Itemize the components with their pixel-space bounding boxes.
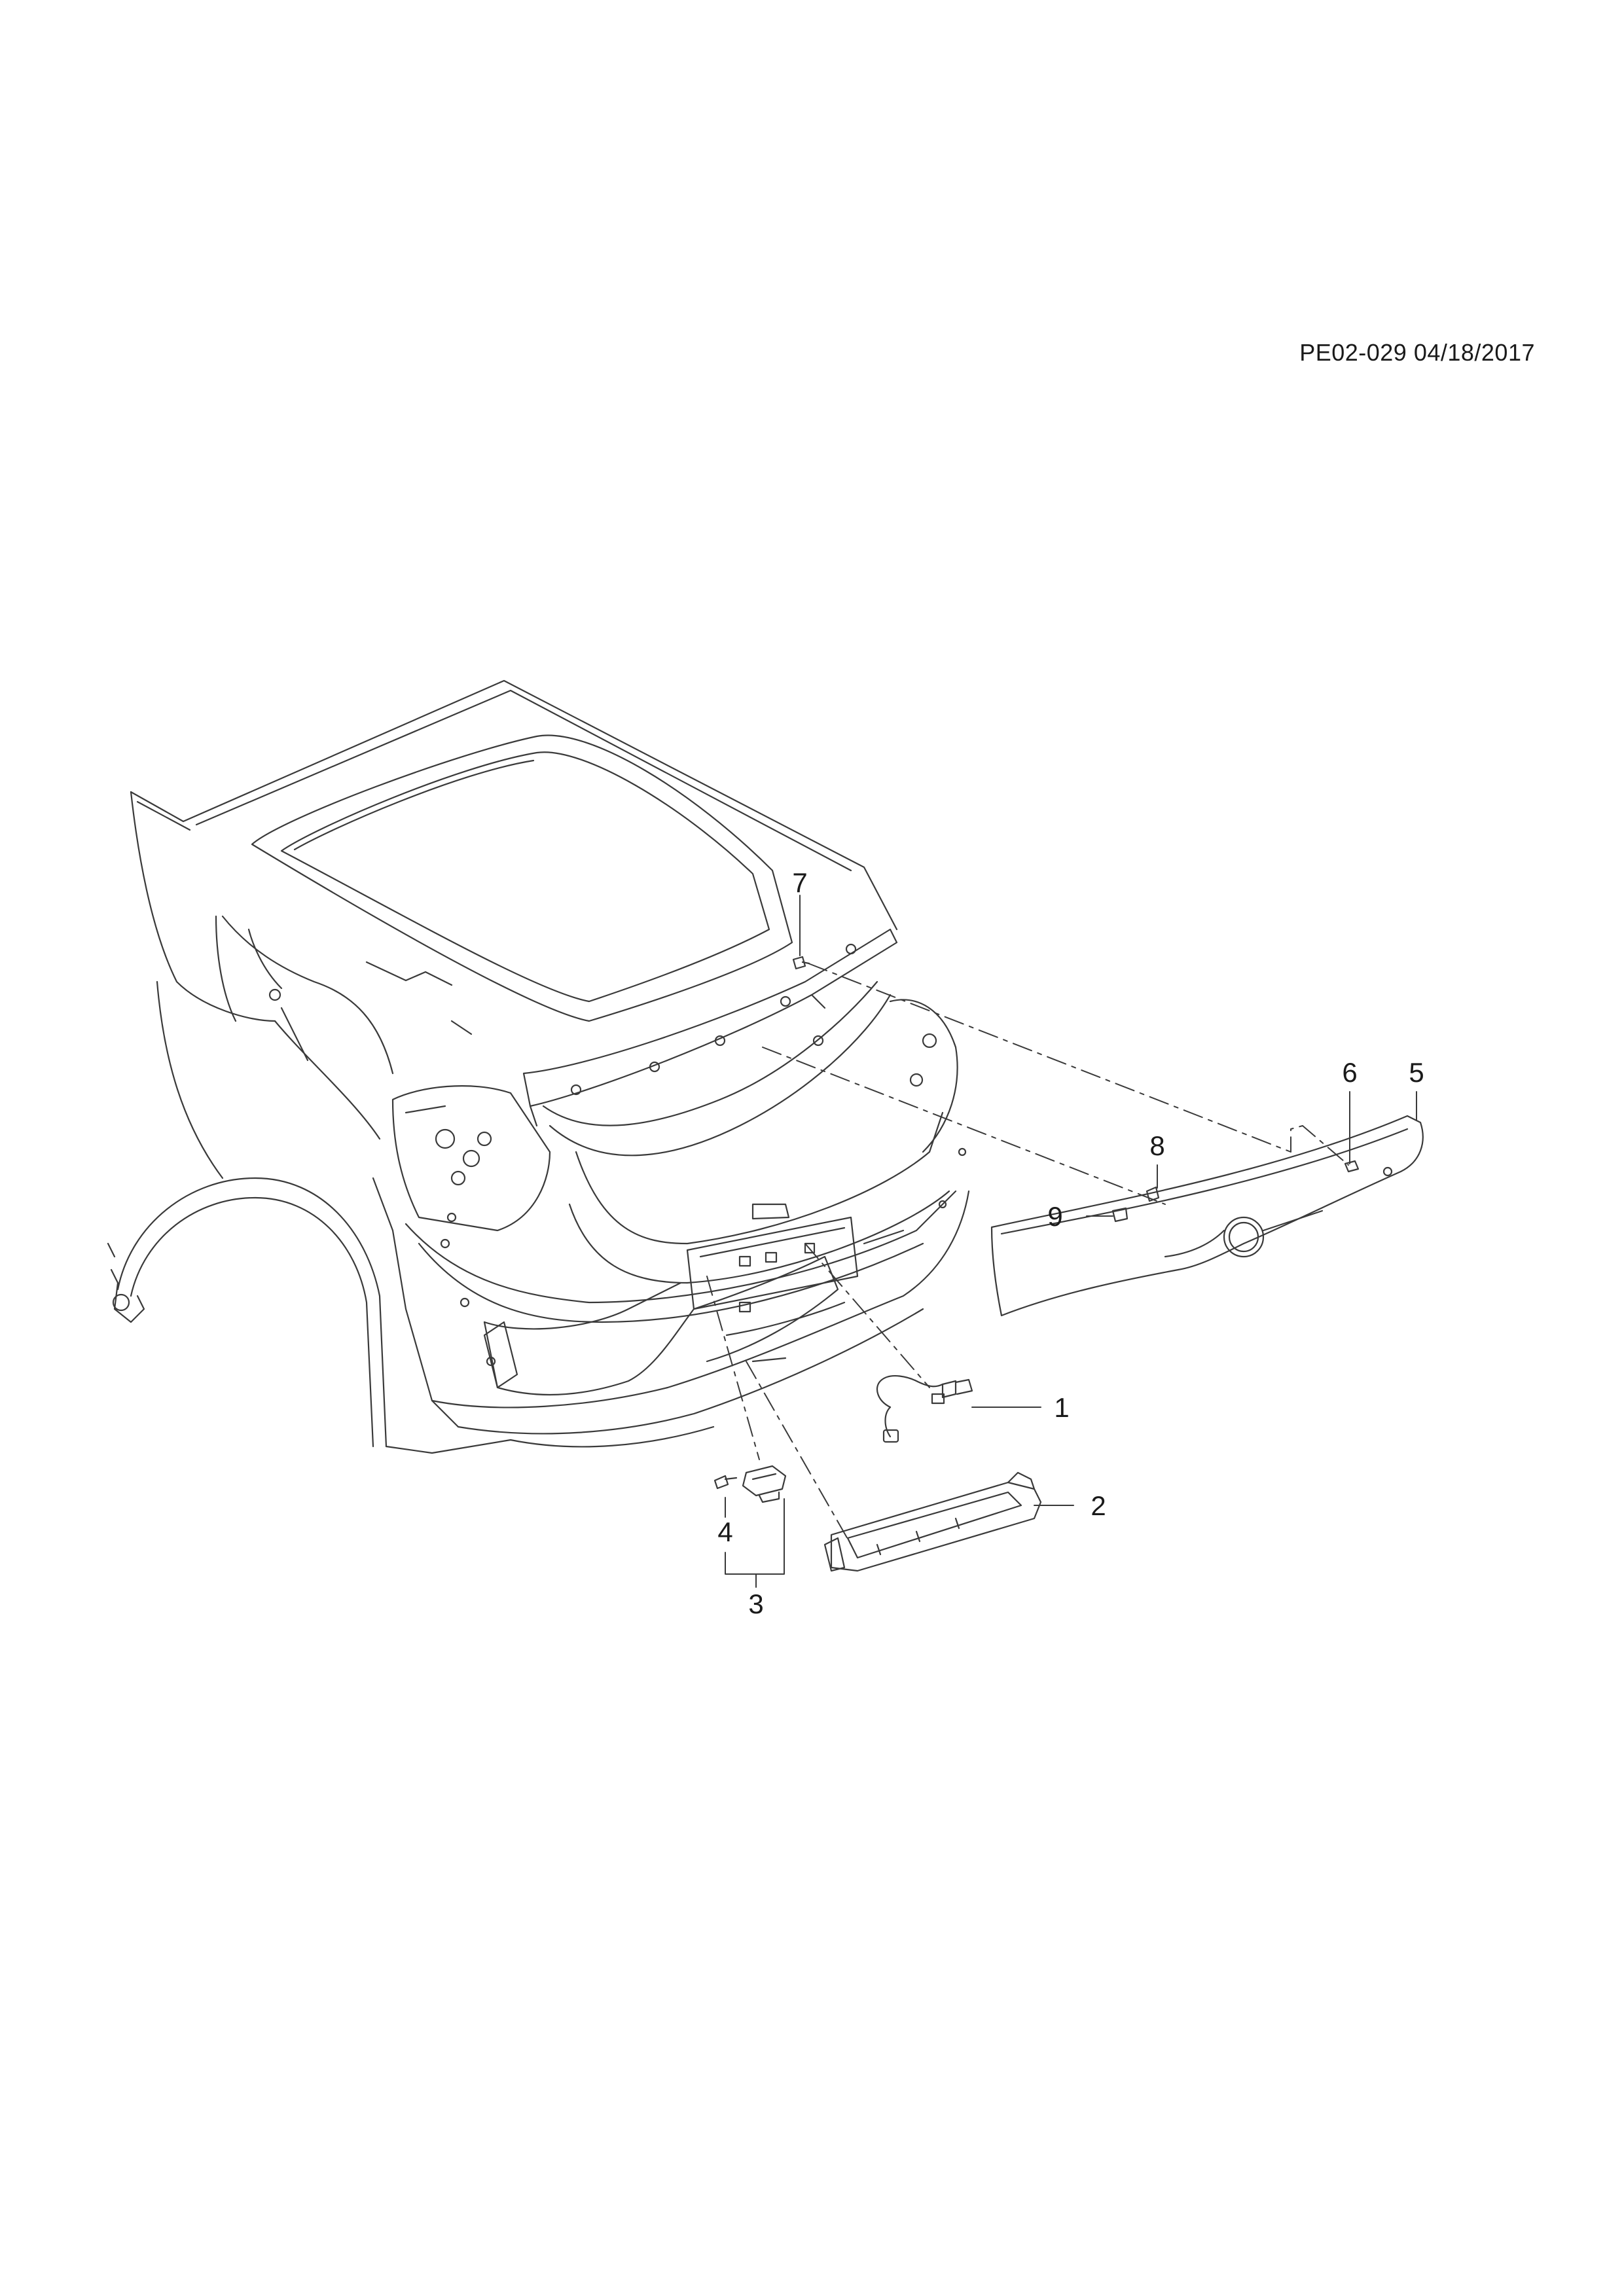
diagram-reference: PE02-029 04/18/2017: [1299, 339, 1535, 366]
part-9-fastener: [1111, 1207, 1128, 1223]
callout-1: 1: [1054, 1392, 1070, 1423]
part-7-fastener: [792, 956, 810, 970]
callout-9: 9: [1047, 1201, 1063, 1232]
assembly-lines: [706, 963, 1349, 1545]
callout-3: 3: [748, 1588, 764, 1619]
callout-4: 4: [717, 1516, 733, 1547]
part-4-bulb: [713, 1475, 738, 1490]
callout-7: 7: [792, 867, 808, 898]
part-5-applique-panel: [990, 1115, 1424, 1317]
callout-5: 5: [1409, 1057, 1424, 1088]
vehicle-rear-body: [107, 679, 970, 1454]
part-6-fastener: [1344, 1160, 1360, 1173]
callout-8: 8: [1149, 1130, 1165, 1161]
callout-2: 2: [1091, 1490, 1106, 1521]
part-3-license-lamp: [742, 1465, 787, 1503]
part-2-lamp-assembly: [823, 1471, 1042, 1572]
part-1-wiring-harness: [876, 1375, 973, 1443]
leader-lines: [725, 895, 1417, 1588]
callout-6: 6: [1342, 1057, 1358, 1088]
